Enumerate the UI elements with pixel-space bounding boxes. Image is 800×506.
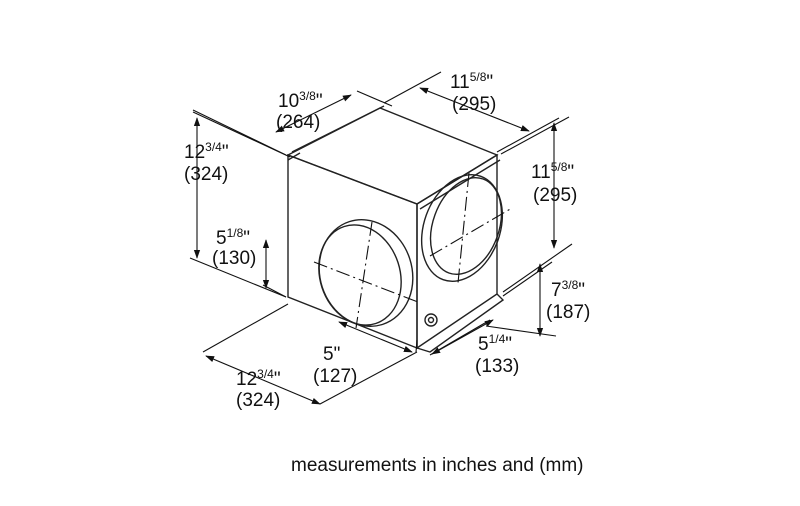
svg-text:(133): (133) (475, 356, 519, 377)
svg-text:(295): (295) (452, 94, 496, 115)
units-caption: measurements in inches and (mm) (291, 455, 584, 476)
svg-text:(295): (295) (533, 185, 577, 206)
dim-label-front-port-offset: 5" (127) (313, 344, 357, 387)
svg-text:(187): (187) (546, 302, 590, 323)
front-duct-collar (313, 219, 419, 329)
svg-text:103/8": 103/8" (278, 89, 323, 112)
svg-text:(324): (324) (184, 164, 228, 185)
svg-text:(264): (264) (276, 112, 320, 133)
svg-text:73/8": 73/8" (551, 278, 585, 301)
dim-label-top-width: 115/8" (295) (450, 70, 496, 115)
dim-label-left-height: 123/4" (324) (184, 140, 229, 185)
vent-box (286, 105, 505, 353)
svg-text:(324): (324) (236, 390, 280, 411)
svg-text:115/8": 115/8" (450, 70, 493, 93)
svg-text:(130): (130) (212, 248, 256, 269)
dim-label-right-port-height: 73/8" (187) (546, 278, 590, 323)
svg-text:123/4": 123/4" (184, 140, 229, 163)
dim-label-left-port-height: 51/8" (130) (212, 226, 256, 269)
dim-label-side-port-offset: 51/4" (133) (475, 332, 519, 377)
dim-label-bottom-left-width: 123/4" (324) (236, 367, 281, 411)
connector-fitting (424, 313, 438, 327)
svg-text:51/8": 51/8" (216, 226, 250, 249)
svg-text:5": 5" (323, 344, 340, 365)
side-duct-collar (420, 172, 513, 284)
box-front-face (287, 153, 418, 350)
svg-text:115/8": 115/8" (531, 160, 574, 183)
dimension-arrows (193, 87, 558, 405)
dim-label-top-depth: 103/8" (264) (276, 89, 323, 133)
svg-text:51/4": 51/4" (478, 332, 512, 355)
svg-text:(127): (127) (313, 366, 357, 387)
dim-label-right-height: 115/8" (295) (531, 160, 577, 206)
svg-text:123/4": 123/4" (236, 367, 281, 390)
